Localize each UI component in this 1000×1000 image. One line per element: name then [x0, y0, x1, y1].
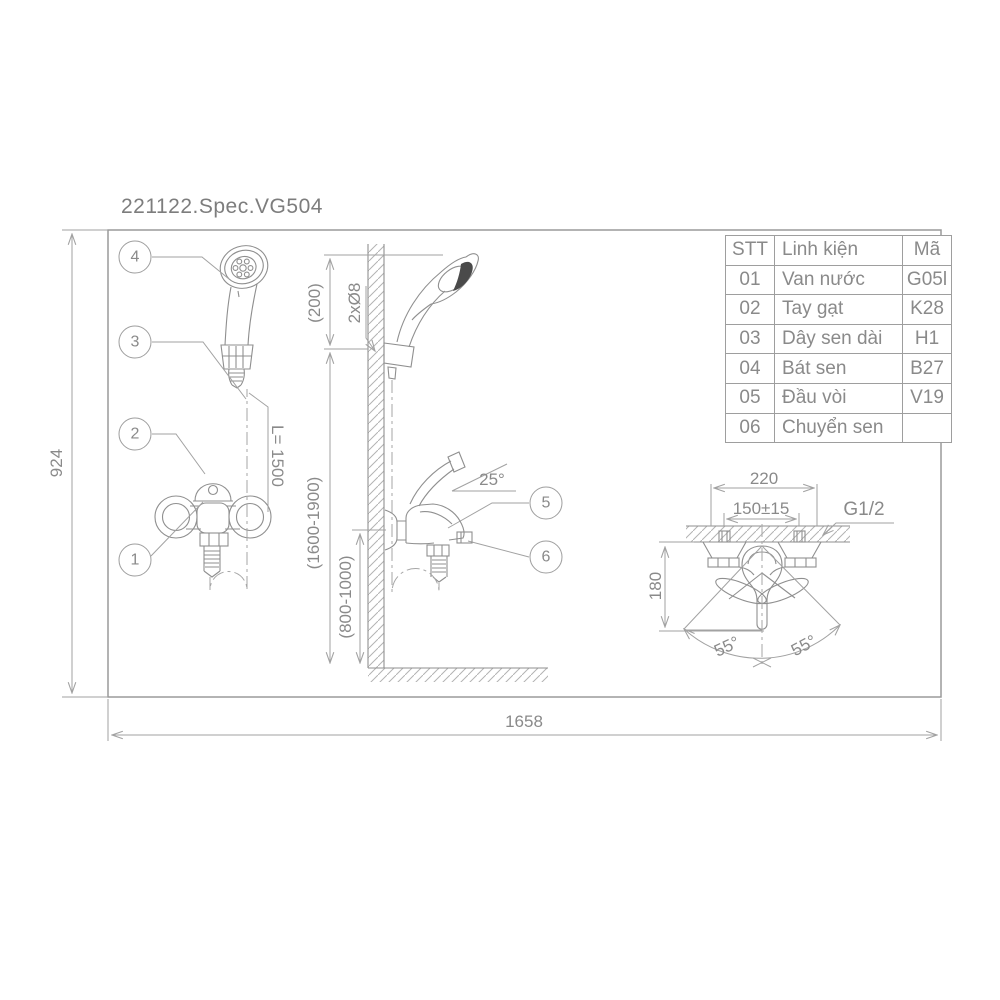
callout-3: 3 — [118, 325, 152, 359]
cell-part: Chuyển sen — [774, 412, 903, 444]
hose-length-bracket — [248, 392, 269, 512]
cell-code: G05l — [902, 264, 952, 296]
dim-body-width: 220 — [749, 469, 779, 488]
dim-hose-length: L= 1500 — [268, 425, 287, 487]
front-view-dimension-lines — [659, 484, 894, 668]
dim-hole-spacing: 150±15 — [732, 499, 790, 518]
cell-code: K28 — [902, 294, 952, 325]
cell-stt: 06 — [725, 412, 775, 444]
dim-overall-height: 924 — [47, 448, 66, 478]
cell-stt: 05 — [725, 382, 775, 414]
cell-stt: 02 — [725, 294, 775, 325]
callout-5: 5 — [529, 486, 563, 520]
header-part: Linh kiện — [774, 235, 903, 266]
parts-table: STT Linh kiện Mã 01 Van nước G05l 02 Tay… — [725, 235, 952, 444]
header-code: Mã — [902, 235, 952, 266]
table-row: 01 Van nước G05l — [725, 264, 952, 296]
table-row: 04 Bát sen B27 — [725, 353, 952, 384]
cell-stt: 04 — [725, 353, 775, 384]
dim-bracket-height: (1600-1900) — [304, 476, 323, 570]
callout-leader-lines — [150, 256, 530, 558]
shower-side-view — [383, 253, 479, 380]
callout-6: 6 — [529, 540, 563, 574]
callout-4: 4 — [118, 240, 152, 274]
spout-angle-annotation — [451, 463, 516, 492]
main-border — [107, 229, 942, 698]
dim-spout-angle: 25° — [479, 470, 505, 489]
header-stt: STT — [725, 235, 775, 266]
table-header-row: STT Linh kiện Mã — [725, 235, 952, 266]
overall-dimension-lines — [62, 229, 942, 741]
cell-code: H1 — [902, 323, 952, 355]
hose-centerline-side — [391, 380, 440, 593]
drawing-title: 221122.Spec.VG504 — [121, 195, 323, 218]
cell-part: Tay gạt — [774, 294, 903, 325]
cell-code — [902, 412, 952, 444]
table-row: 06 Chuyển sen — [725, 412, 952, 444]
hose-centerline-front — [209, 389, 248, 591]
dim-thread-size: G1/2 — [843, 499, 885, 520]
table-row: 03 Dây sen dài H1 — [725, 323, 952, 355]
front-view-wall — [686, 525, 850, 543]
callout-2: 2 — [118, 417, 152, 451]
handheld-shower-front — [219, 245, 269, 389]
cell-part: Dây sen dài — [774, 323, 903, 355]
dim-overall-width: 1658 — [505, 712, 543, 731]
cell-stt: 03 — [725, 323, 775, 355]
cell-stt: 01 — [725, 264, 775, 296]
wall-faucet-front — [154, 483, 272, 578]
wall-and-floor-section — [367, 244, 548, 682]
dim-faucet-height: (800-1000) — [336, 555, 355, 639]
dim-bracket-to-head: (200) — [305, 283, 324, 323]
mounting-dimension-lines — [324, 254, 443, 663]
table-row: 05 Đầu vòi V19 — [725, 382, 952, 414]
cell-part: Bát sen — [774, 353, 903, 384]
table-row: 02 Tay gạt K28 — [725, 294, 952, 325]
dim-body-height: 180 — [646, 571, 665, 601]
cell-code: B27 — [902, 353, 952, 384]
bath-faucet-side-view — [384, 451, 473, 583]
cell-part: Van nước — [774, 264, 903, 296]
dim-mounting-holes: 2xØ8 — [345, 282, 364, 324]
cell-part: Đầu vòi — [774, 382, 903, 414]
cell-code: V19 — [902, 382, 952, 414]
bath-faucet-front-view — [702, 530, 822, 630]
callout-1: 1 — [118, 543, 152, 577]
